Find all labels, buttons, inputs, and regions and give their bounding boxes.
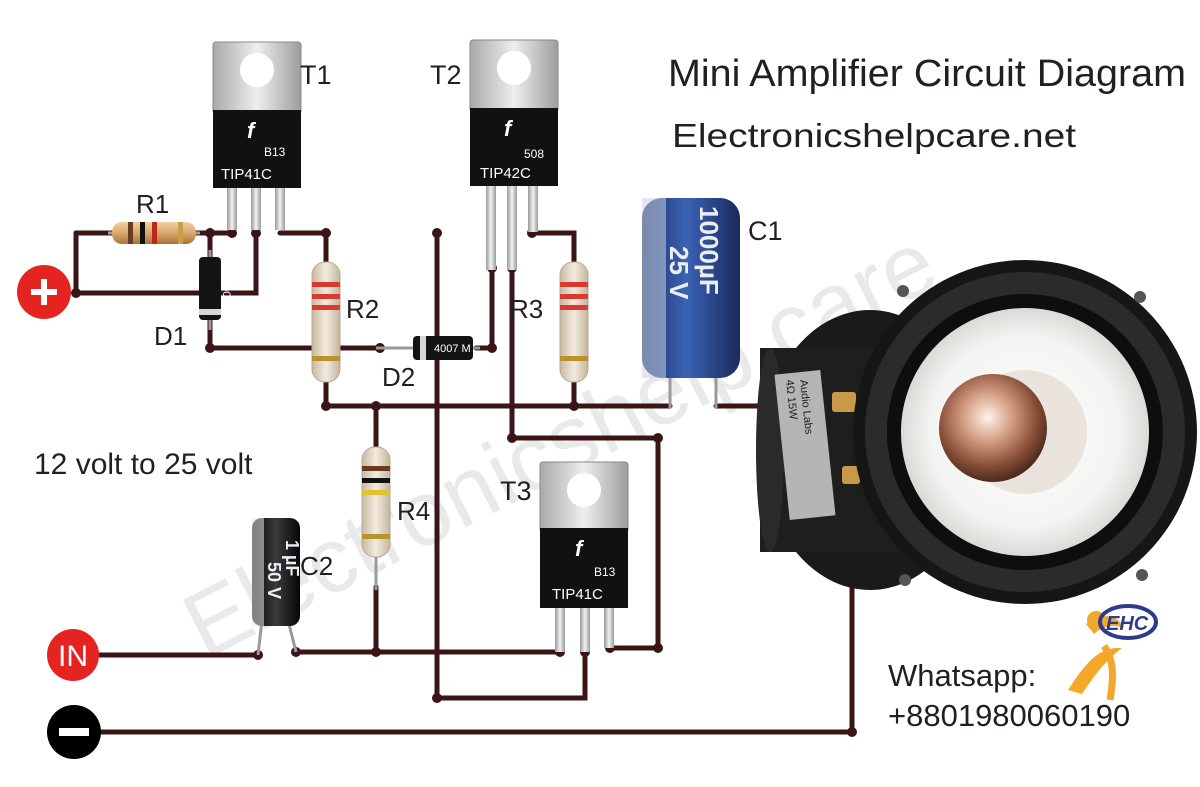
input-terminal: IN — [47, 629, 99, 681]
t2-part: TIP42C — [480, 165, 531, 182]
negative-terminal-label: — — [74, 739, 75, 741]
ehc-logo-icon: EHC — [1068, 604, 1158, 701]
speaker-spec: 4Ω 15W — [783, 379, 799, 421]
svg-text:4007 M: 4007 M — [220, 279, 232, 316]
c1-voltage: 25 V — [664, 246, 694, 300]
diode-d2: 4007 M D2 — [376, 336, 480, 392]
website-label: Electronicshelpcare.net — [672, 117, 1076, 154]
negative-terminal: — — [47, 705, 101, 759]
capacitor-c1: 1000µF 25 V C1 — [642, 198, 783, 408]
diagram-title: Mini Amplifier Circuit Diagram — [668, 53, 1186, 95]
t3-label: T3 — [500, 476, 532, 506]
c1-value: 1000µF — [694, 206, 724, 295]
r1-label: R1 — [136, 189, 169, 219]
fairchild-logo-icon: f — [247, 118, 257, 143]
t1-code: B13 — [264, 145, 286, 159]
fairchild-logo-icon: f — [575, 536, 585, 561]
r2-label: R2 — [346, 294, 379, 324]
d2-label: D2 — [382, 362, 415, 392]
c2-label: C2 — [300, 551, 333, 581]
resistor-r4: R4 — [361, 446, 430, 590]
transistor-t3: f B13 TIP41C T3 — [500, 461, 629, 652]
r3-label: R3 — [510, 294, 543, 324]
t1-label: T1 — [300, 60, 332, 90]
t3-part: TIP41C — [552, 586, 603, 603]
t1-part: TIP41C — [221, 166, 272, 183]
input-terminal-label: IN — [58, 640, 88, 673]
resistor-r3: R3 — [510, 261, 589, 383]
junctions — [71, 228, 857, 737]
speaker-negative-tab — [842, 466, 860, 484]
r4-label: R4 — [397, 496, 430, 526]
c1-label: C1 — [748, 216, 783, 246]
svg-text:4007 M: 4007 M — [434, 343, 471, 355]
speaker-positive-tab — [832, 392, 856, 412]
fairchild-logo-icon: f — [504, 116, 514, 141]
diode-d1: 4007 M D1 — [154, 250, 232, 351]
speaker-brand: Audio Labs — [797, 379, 815, 435]
positive-terminal-label: + — [44, 299, 45, 301]
transistor-t2: f 508 TIP42C T2 — [430, 39, 559, 270]
c2-value: 1 µF — [282, 540, 302, 576]
speaker: Audio Labs 4Ω 15W — [756, 260, 1197, 604]
transistor-t1: f B13 TIP41C T1 — [212, 41, 332, 230]
whatsapp-number: +8801980060190 — [888, 698, 1130, 733]
resistor-r1: R1 — [108, 189, 200, 244]
t3-code: B13 — [594, 565, 616, 579]
capacitor-c2: 1 µF 50 V C2 — [252, 518, 333, 656]
c2-voltage: 50 V — [264, 562, 284, 599]
t2-label: T2 — [430, 60, 462, 90]
logo-text: EHC — [1106, 613, 1149, 635]
resistor-r2: R2 — [311, 261, 379, 383]
whatsapp-label: Whatsapp: — [888, 658, 1036, 693]
t2-code: 508 — [524, 147, 544, 161]
positive-terminal: + — [17, 265, 71, 319]
voltage-note: 12 volt to 25 volt — [34, 448, 253, 481]
d1-label: D1 — [154, 321, 187, 351]
